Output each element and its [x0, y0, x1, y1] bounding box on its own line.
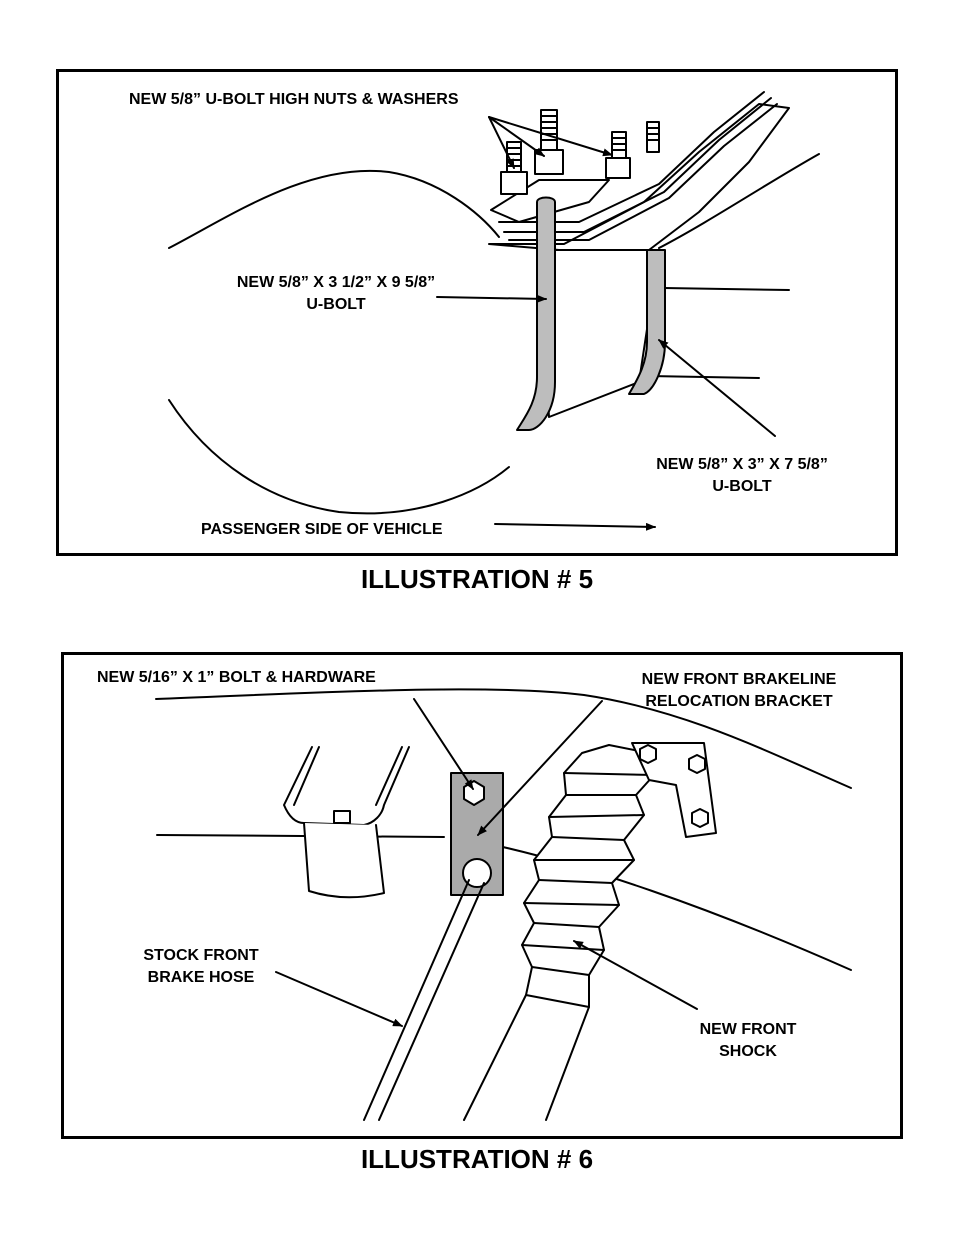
- illustration-5-frame: NEW 5/8” U-BOLT HIGH NUTS & WASHERS NEW …: [56, 69, 898, 556]
- ubolt-short-label: NEW 5/8” X 3” X 7 5/8” U-BOLT: [624, 454, 860, 498]
- brake-hose-label: STOCK FRONT BRAKE HOSE: [122, 945, 280, 989]
- ubolt-short-label-line2: U-BOLT: [712, 478, 772, 495]
- brake-hose-label-line1: STOCK FRONT: [143, 947, 259, 964]
- ubolt-long-label-line1: NEW 5/8” X 3 1/2” X 9 5/8”: [236, 274, 436, 291]
- nuts-leader-2: [488, 116, 545, 157]
- frame-rail-top: [155, 688, 852, 789]
- shock-body-left: [463, 994, 527, 1121]
- illustration-6-frame: NEW 5/16” X 1” BOLT & HARDWARE NEW FRONT…: [61, 652, 903, 1139]
- axle-tube-lower: [168, 399, 510, 515]
- bracket-bolt-head: [463, 780, 485, 806]
- shock-leader: [573, 940, 698, 1010]
- passenger-arrow: [494, 522, 656, 531]
- mount-bolt-1: [639, 744, 657, 764]
- nuts-leader-1: [488, 116, 515, 169]
- bracket-leader: [477, 700, 603, 836]
- nuts-label: NEW 5/8” U-BOLT HIGH NUTS & WASHERS: [129, 91, 459, 108]
- u-bolt-long: [516, 196, 556, 431]
- ubolt-long-label-line2: U-BOLT: [306, 296, 366, 313]
- bracket-label-line2: RELOCATION BRACKET: [645, 693, 833, 710]
- axle-ubolt-drawing: [168, 91, 820, 531]
- shock-label: NEW FRONT SHOCK: [678, 1019, 818, 1063]
- illustration-5-caption: ILLUSTRATION # 5: [360, 564, 594, 594]
- mount-bolt-3: [691, 808, 709, 828]
- bump-stop: [303, 822, 385, 899]
- brake-hose-2: [378, 882, 485, 1121]
- bolt-hardware-label: NEW 5/16” X 1” BOLT & HARDWARE: [97, 669, 376, 686]
- leaf-spring: [488, 103, 790, 251]
- frame-rail-lower: [493, 844, 852, 971]
- shock-boot: [521, 744, 655, 1008]
- shock-label-line1: NEW FRONT: [699, 1021, 797, 1038]
- shock-label-line2: SHOCK: [719, 1043, 777, 1060]
- brake-hose-1: [363, 879, 470, 1121]
- bolt-leader: [413, 698, 474, 790]
- bracket-label-line1: NEW FRONT BRAKELINE: [641, 671, 837, 688]
- mount-bolt-2: [688, 754, 706, 774]
- axle-end-right-line1: [663, 287, 790, 291]
- brake-hose-label-line2: BRAKE HOSE: [147, 969, 255, 986]
- passenger-side-label: PASSENGER SIDE OF VEHICLE: [201, 521, 443, 538]
- nuts-leader-3: [488, 116, 613, 157]
- shock-brakeline-drawing: [155, 688, 852, 1121]
- axle-end-right-upper: [658, 153, 820, 249]
- ubolt-short-leader: [658, 339, 776, 437]
- hose-leader: [275, 971, 403, 1027]
- ubolt-long-label: NEW 5/8” X 3 1/2” X 9 5/8” U-BOLT: [191, 272, 481, 316]
- ubolt-long-leader: [436, 294, 547, 303]
- bracket-label: NEW FRONT BRAKELINE RELOCATION BRACKET: [624, 669, 854, 713]
- axle-tube-upper: [168, 169, 500, 249]
- stud-nuts: [500, 109, 660, 195]
- u-bolt-short: [628, 249, 666, 395]
- shock-body-right: [545, 1006, 590, 1121]
- illustration-6-caption: ILLUSTRATION # 6: [360, 1144, 594, 1174]
- ubolt-short-label-line1: NEW 5/8” X 3” X 7 5/8”: [656, 456, 828, 473]
- frame-rail-left: [156, 834, 445, 838]
